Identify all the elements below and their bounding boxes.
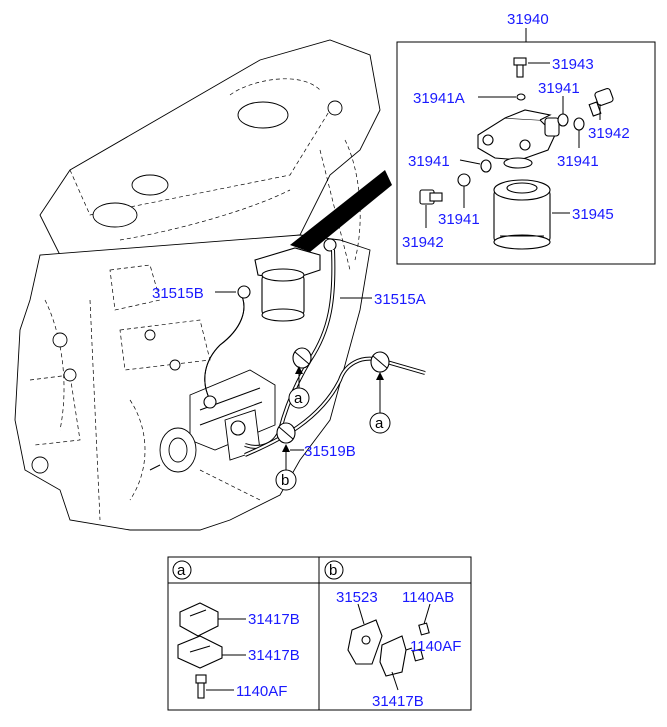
label-31941-left: 31941 xyxy=(408,153,450,170)
legend-b-item-4: 31417B xyxy=(372,693,424,710)
engine-mounted-filter xyxy=(254,238,337,322)
svg-text:a: a xyxy=(177,562,186,579)
label-31515A: 31515A xyxy=(374,291,426,308)
legend-b-item-3: 1140AF xyxy=(410,638,461,655)
label-31941-bottom: 31941 xyxy=(438,211,480,228)
label-31942-right: 31942 xyxy=(588,125,630,142)
ref-marker-a-1: a xyxy=(288,366,310,409)
label-31945: 31945 xyxy=(572,206,614,223)
detail-leader-lines xyxy=(425,62,601,228)
label-31515B: 31515B xyxy=(152,285,204,302)
legend-a-parts xyxy=(177,602,246,699)
svg-text:b: b xyxy=(329,562,337,579)
legend-a-item-3: 1140AF xyxy=(236,683,287,700)
hose-clamps xyxy=(276,347,390,444)
svg-text:b: b xyxy=(281,472,289,489)
label-31941-top: 31941 xyxy=(538,80,580,97)
ref-marker-b-1: b xyxy=(275,444,297,491)
legend-b-item-2: 1140AB xyxy=(402,589,454,606)
ref-marker-a-2: a xyxy=(369,372,391,434)
fuel-hoses xyxy=(203,249,426,457)
legend-b-item-1: 31523 xyxy=(336,589,378,606)
label-31942-left: 31942 xyxy=(402,234,444,251)
legend-header-a: a xyxy=(172,560,192,580)
legend-a-item-1: 31417B xyxy=(248,611,300,628)
legend-header-b: b xyxy=(324,560,344,580)
filter-head-assembly xyxy=(419,57,614,250)
legend-a-item-2: 31417B xyxy=(248,647,300,664)
label-31943: 31943 xyxy=(552,56,594,73)
label-31941-right: 31941 xyxy=(557,153,599,170)
detail-pointer-wedge xyxy=(290,170,392,252)
label-31940: 31940 xyxy=(507,11,549,28)
legend-b-parts xyxy=(347,603,431,691)
label-31941A: 31941A xyxy=(413,90,465,107)
svg-text:a: a xyxy=(294,390,303,407)
legend-table xyxy=(167,556,472,711)
label-31519B: 31519B xyxy=(304,443,356,460)
svg-text:a: a xyxy=(375,415,384,432)
